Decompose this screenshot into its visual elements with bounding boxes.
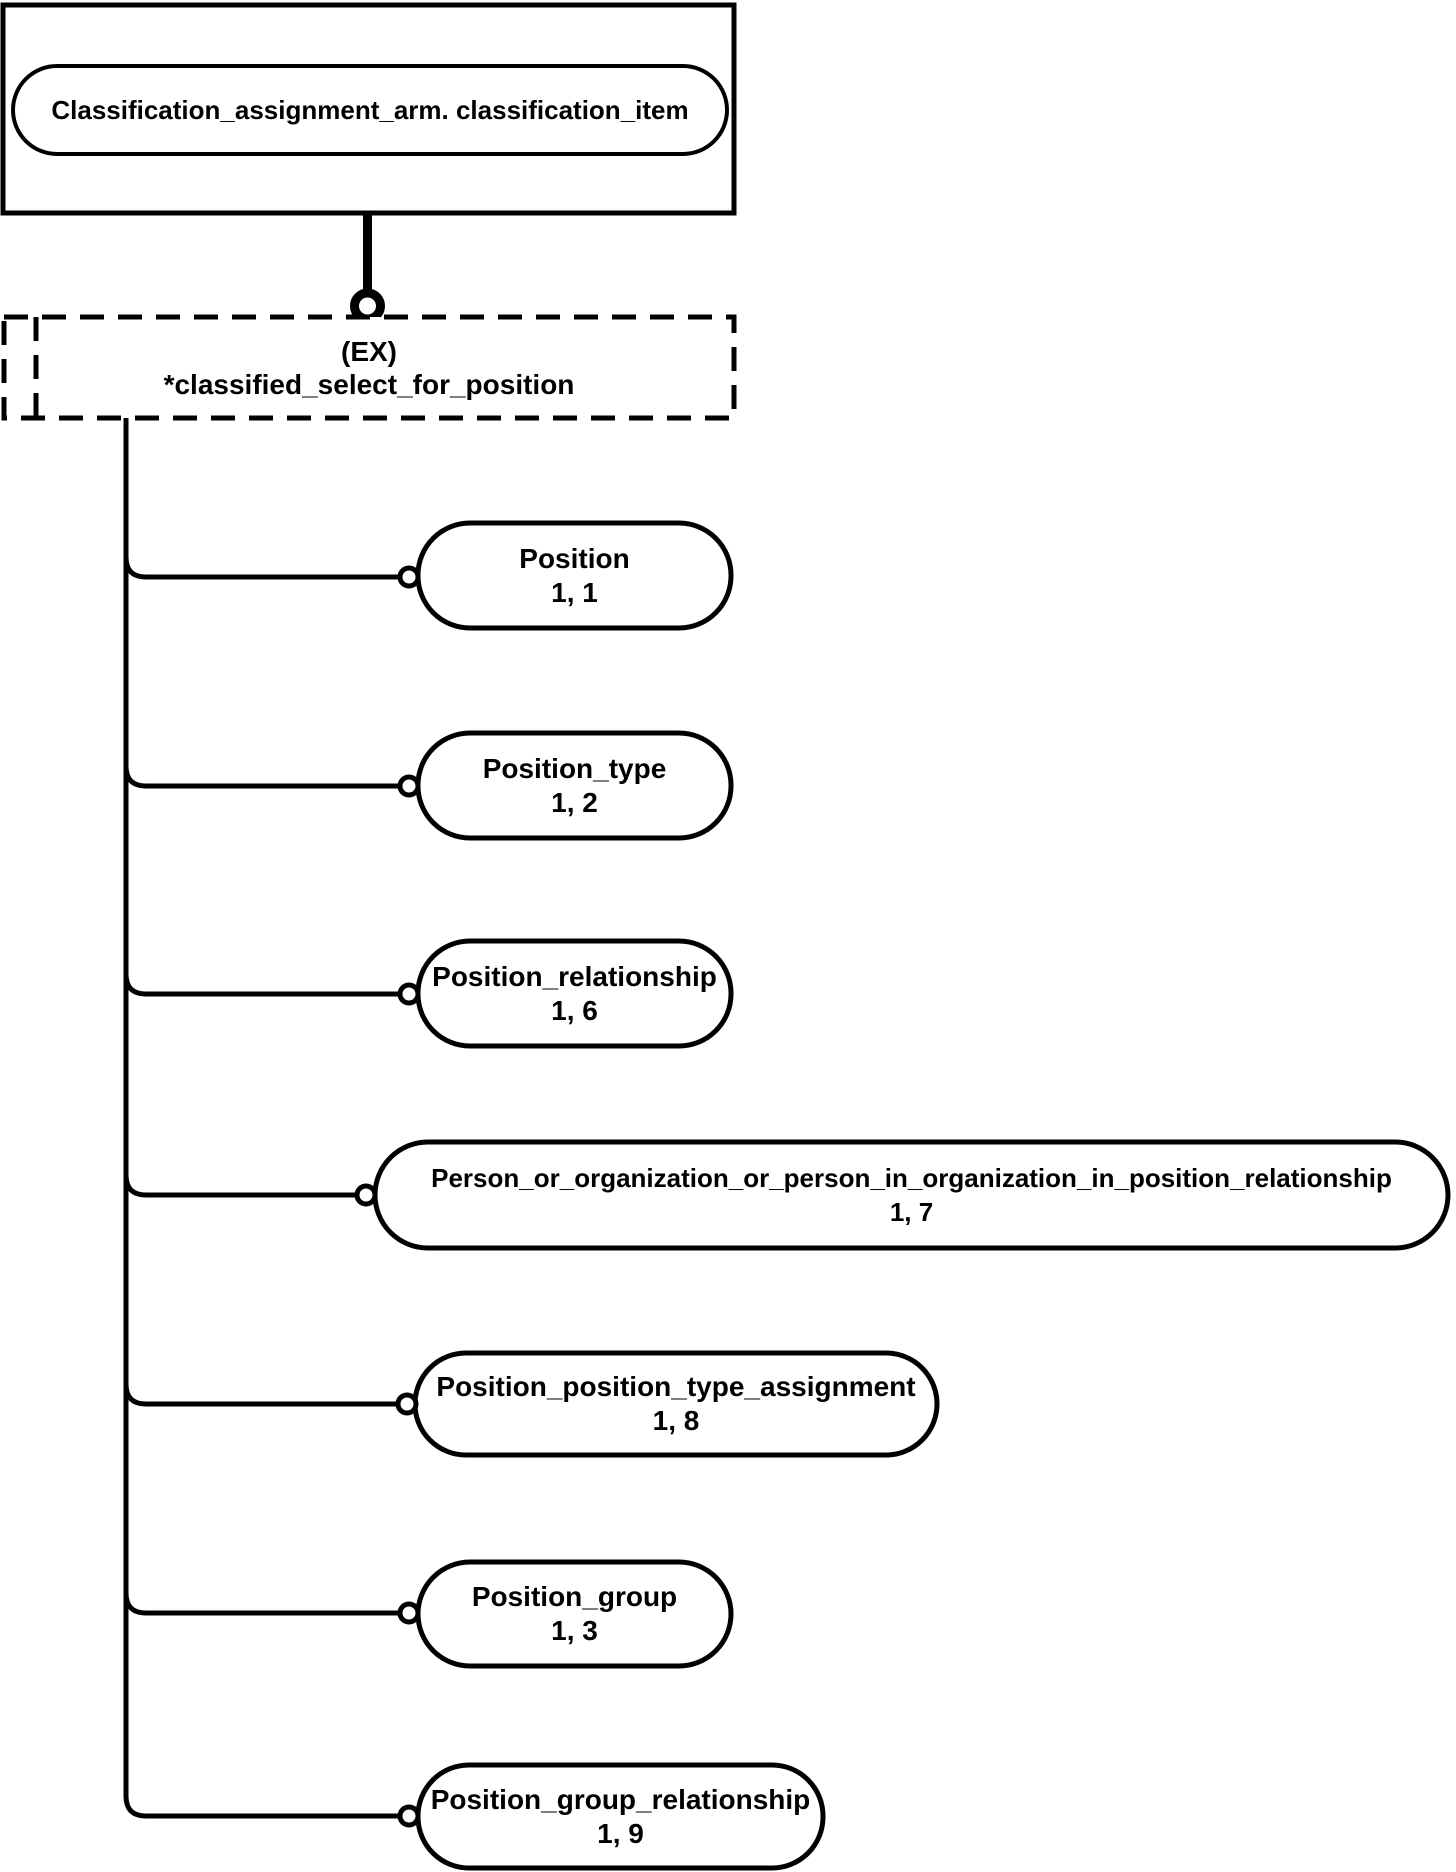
node-position-position-type-assignment-label: Position_position_type_assignment 1, 8 <box>415 1353 937 1455</box>
node-name: Position_position_type_assignment <box>436 1371 916 1402</box>
node-name: Position_group <box>471 1581 678 1612</box>
node-position-relationship-label: Position_relationship 1, 6 <box>418 941 731 1046</box>
connection-circle-position-type <box>397 774 421 798</box>
select-box-label: (EX) *classified_select_for_position <box>4 317 734 418</box>
connection-circle-position-relationship <box>397 982 421 1006</box>
node-position-group-relationship-label: Position_group_relationship 1, 9 <box>418 1765 823 1868</box>
branch-line-position-type <box>123 765 409 789</box>
node-name: Position <box>519 542 630 574</box>
schema-entity-stadium <box>11 64 729 156</box>
node-page-ref: 1, 3 <box>551 1615 598 1646</box>
node-name: Position_relationship <box>432 960 717 992</box>
schema-entity-name: Classification_assignment_arm. classific… <box>51 95 689 125</box>
node-name: Position_group_relationship <box>430 1783 811 1815</box>
branch-line-position <box>123 556 409 580</box>
connection-circle-position-position-type-assignment <box>395 1392 419 1416</box>
connection-circle-position <box>397 565 421 589</box>
schema-entity-label: Classification_assignment_arm. classific… <box>13 66 727 154</box>
node-name: Position_type <box>482 752 667 784</box>
node-page-ref: 1, 6 <box>551 994 598 1026</box>
node-position-group-label: Position_group 1, 3 <box>418 1562 731 1666</box>
node-person-or-organization-label: Person_or_organization_or_person_in_orga… <box>375 1142 1448 1248</box>
select-box-ex-tag: (EX) <box>341 335 397 367</box>
connection-circle-position-group-relationship <box>397 1804 421 1828</box>
connection-circle-person-or-organization <box>354 1183 378 1207</box>
trunk-line <box>123 418 409 1819</box>
node-name: Person_or_organization_or_person_in_orga… <box>431 1163 1392 1193</box>
select-box-border <box>1 314 737 421</box>
branch-line-position-group <box>123 1592 409 1616</box>
branch-line-position-position-type-assignment <box>123 1383 407 1407</box>
node-page-ref: 1, 1 <box>551 576 598 608</box>
node-page-ref: 1, 7 <box>889 1197 934 1227</box>
select-box-name: *classified_select_for_position <box>163 368 575 400</box>
node-page-ref: 1, 8 <box>652 1405 700 1436</box>
branch-line-person-or-organization <box>123 1174 366 1198</box>
node-position-label: Position 1, 1 <box>418 523 731 628</box>
node-page-ref: 1, 2 <box>551 786 598 818</box>
node-page-ref: 1, 9 <box>597 1817 644 1849</box>
branch-line-position-relationship <box>123 973 409 997</box>
connection-circle-position-group <box>397 1601 421 1625</box>
node-position-type-label: Position_type 1, 2 <box>418 733 731 838</box>
